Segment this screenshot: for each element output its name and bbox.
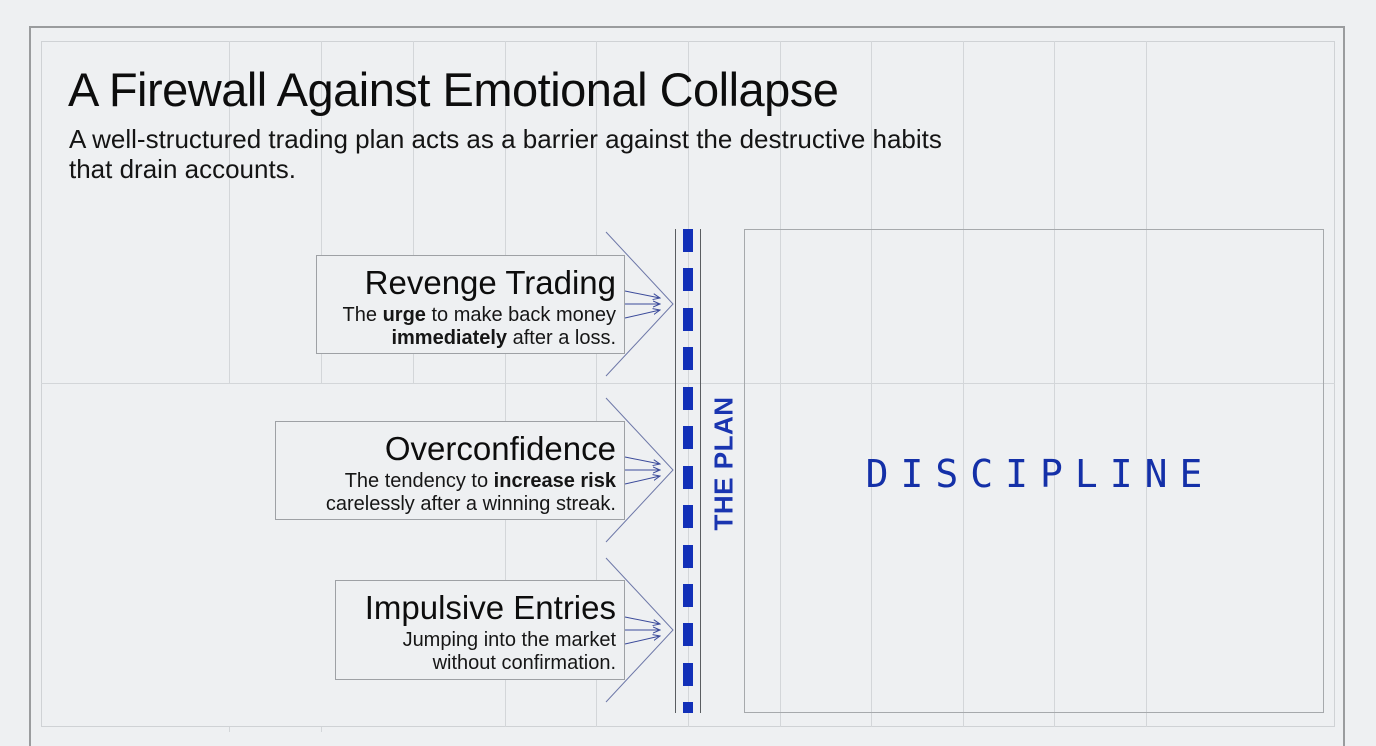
barrier-dash	[683, 387, 693, 410]
chevron-arrow-icon-3	[605, 557, 674, 703]
habit-title: Revenge Trading	[364, 264, 616, 301]
barrier-rail-right	[700, 229, 701, 713]
habit-description-2: immediately after a loss.	[391, 327, 616, 349]
barrier-dash	[683, 308, 693, 331]
barrier-dash	[683, 466, 693, 489]
barrier-dash	[683, 505, 693, 528]
barrier-dash	[683, 426, 693, 449]
discipline-label: DISCIPLINE	[865, 452, 1215, 496]
barrier-dash	[683, 229, 693, 252]
habit-description: Jumping into the market	[402, 629, 616, 651]
page-title: A Firewall Against Emotional Collapse	[68, 63, 839, 116]
habit-description-2: without confirmation.	[432, 652, 616, 674]
outer-frame	[29, 26, 1345, 746]
chevron-arrow-icon-2	[605, 397, 674, 543]
habit-description: The urge to make back money	[342, 304, 616, 326]
habit-description-2: carelessly after a winning streak.	[325, 493, 616, 515]
barrier-dash	[683, 545, 693, 568]
barrier-dash	[683, 347, 693, 370]
barrier-dash	[683, 702, 693, 713]
habit-title: Impulsive Entries	[364, 589, 616, 626]
habit-card-impulsive-entries: Impulsive Entries Jumping into the marke…	[335, 580, 625, 680]
barrier-dash	[683, 268, 693, 291]
chevron-arrow-icon-1	[605, 231, 674, 377]
barrier-rail-left	[675, 229, 676, 713]
habit-card-revenge-trading: Revenge Trading The urge to make back mo…	[316, 255, 625, 354]
habit-title: Overconfidence	[384, 430, 616, 467]
barrier-dash	[683, 584, 693, 607]
page-subtitle: A well-structured trading plan acts as a…	[69, 124, 942, 184]
barrier-dash	[683, 663, 693, 686]
barrier-dash	[683, 623, 693, 646]
discipline-zone: DISCIPLINE	[744, 229, 1324, 713]
habit-card-overconfidence: Overconfidence The tendency to increase …	[275, 421, 625, 520]
plan-label: THE PLAN	[708, 396, 739, 530]
habit-description: The tendency to increase risk	[344, 470, 616, 492]
